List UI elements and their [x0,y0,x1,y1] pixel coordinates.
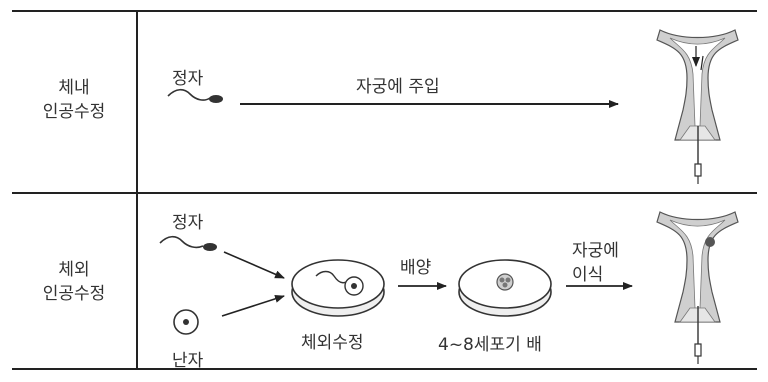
uterus-icon [656,29,739,141]
row1-label: 체내 인공수정 [12,76,136,124]
sperm-to-dish-arrow [223,251,285,279]
diagram-frame [12,10,757,370]
row2-sperm-label: 정자 [172,213,204,233]
row1-label-line1: 체내 [58,78,90,98]
row2-egg-label: 난자 [172,351,204,371]
transfer-label-line2: 이식 [572,265,604,285]
petri-dish-icon [291,259,385,317]
egg-to-dish-arrow [221,294,285,317]
row1-arrow-label: 자궁에 주입 [356,77,440,97]
row2-label-line2: 인공수정 [42,284,106,304]
row2-sperm-icon [159,235,217,251]
transfer-label-line1: 자궁에 [572,241,619,261]
dish1-label: 체외수정 [301,333,364,353]
culture-label: 배양 [400,258,432,278]
dish2-label: 4~8세포기 배 [438,335,542,355]
row1-insert-arrows [692,46,704,71]
sperm-icon [167,88,223,103]
egg-icon [173,309,199,335]
embryo-icon [458,259,552,317]
row2-label: 체외 인공수정 [12,258,136,306]
row1-sperm-label: 정자 [172,69,204,89]
implanted-embryo [705,237,715,247]
row-divider [12,192,757,194]
column-divider [136,10,138,370]
row2-label-line1: 체외 [58,260,90,280]
row2-uterus-icon [656,211,739,323]
row1-label-line2: 인공수정 [42,102,106,122]
